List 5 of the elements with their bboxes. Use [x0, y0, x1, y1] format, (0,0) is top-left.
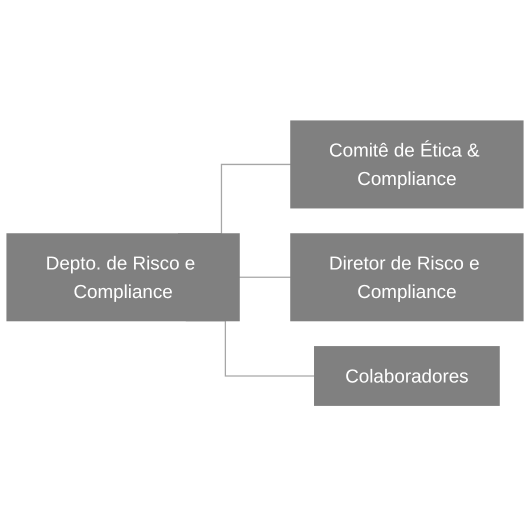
- node-box: Colaboradores: [314, 346, 500, 406]
- node-box: Diretor de Risco e Compliance: [290, 233, 524, 322]
- node-box: Depto. de Risco e Compliance: [6, 233, 240, 322]
- connector: [239, 276, 291, 278]
- node-box: Comitê de Ética & Compliance: [290, 120, 524, 208]
